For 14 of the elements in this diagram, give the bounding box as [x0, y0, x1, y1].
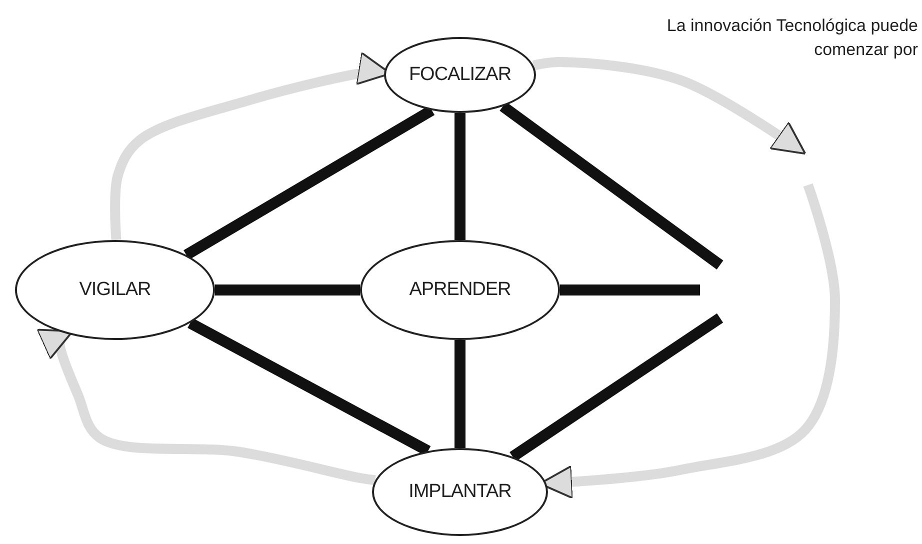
node-label: VIGILAR [79, 279, 151, 301]
curved-arrow [532, 57, 806, 155]
connector-bar [454, 113, 466, 240]
node-label: FOCALIZAR [408, 64, 512, 86]
connector-bar [510, 313, 724, 462]
node-label: IMPLANTAR [408, 481, 512, 503]
connector-bar [184, 106, 435, 260]
curved-arrow [36, 329, 376, 486]
connector-bar [560, 284, 700, 296]
note-text: La innovación Tecnológica puede comenzar por [666, 15, 918, 61]
node-label: APRENDER [409, 279, 511, 301]
connector-bar [454, 340, 466, 448]
connector-bar [500, 102, 724, 270]
connector-bar [215, 284, 360, 296]
